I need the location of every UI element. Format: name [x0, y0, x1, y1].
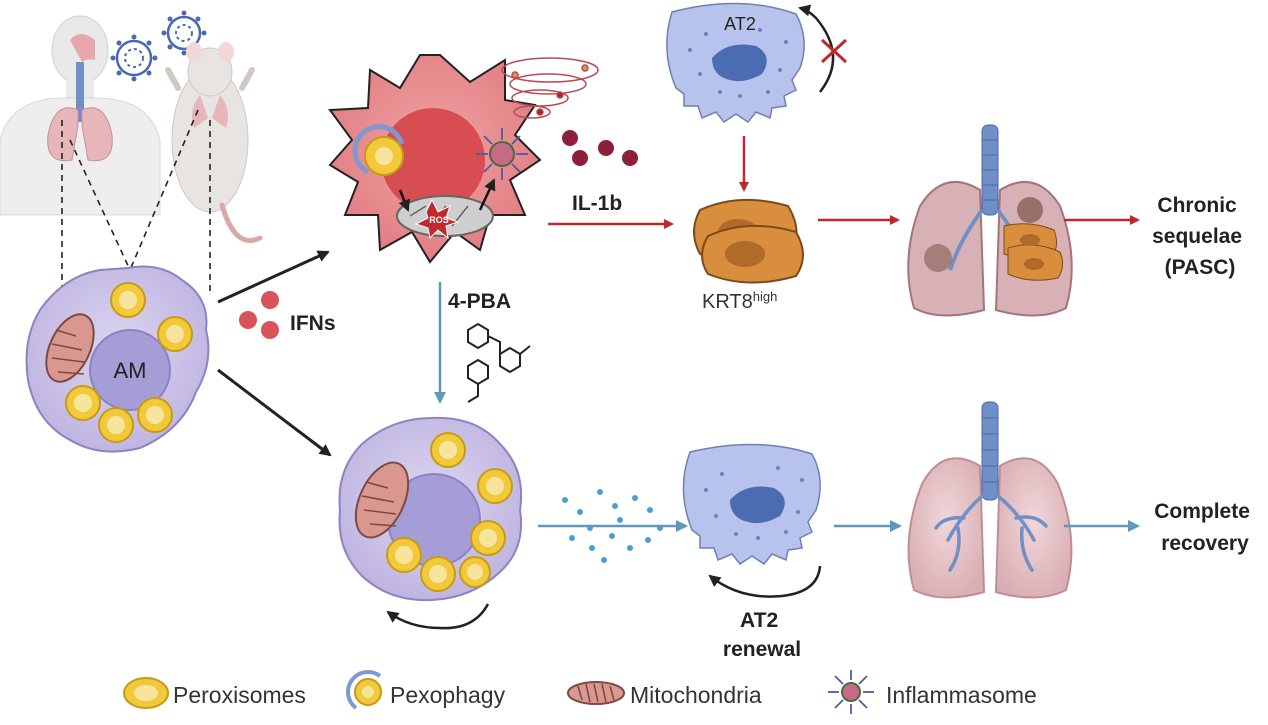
am-label: AM	[114, 358, 147, 383]
virus-icon	[110, 34, 158, 82]
chronic-label: Chronic sequelae (PASC)	[1152, 194, 1248, 279]
secreted-particles	[562, 489, 663, 563]
at2-cell-bottom	[682, 443, 821, 566]
renewal-label: AT2 renewal	[723, 609, 801, 661]
human-silhouette	[0, 15, 161, 216]
mitochondria-icon	[567, 681, 625, 705]
krt8-cluster	[1003, 223, 1064, 281]
peroxisome-icon	[137, 397, 173, 433]
recovery-label: Complete recovery	[1154, 500, 1256, 555]
legend-item-pexophagy: Pexophagy	[346, 670, 506, 710]
legend-item-inflammasome: Inflammasome	[828, 670, 1037, 714]
at2-cell-top: AT2	[666, 2, 805, 124]
peroxisome-icon	[98, 407, 134, 443]
peroxisome-icon	[477, 468, 513, 504]
legend-item-mitochondria: Mitochondria	[567, 681, 762, 708]
legend-label: Pexophagy	[390, 682, 506, 708]
legend-label: Mitochondria	[630, 682, 762, 708]
am-to-inflamed-arrow	[217, 250, 330, 304]
at2-top-label: AT2	[724, 14, 756, 34]
pexophagy-icon	[352, 124, 405, 176]
legend-item-peroxisomes: Peroxisomes	[123, 677, 306, 709]
pba-label: 4-PBA	[448, 290, 511, 313]
peroxisome-icon	[459, 556, 491, 588]
peroxisome-icon	[470, 520, 506, 556]
peroxisome-icon	[157, 316, 193, 352]
am-cell: AM	[25, 265, 210, 453]
legend-label: Peroxisomes	[173, 682, 306, 708]
mitochondria-icon	[45, 313, 95, 383]
at2-renewal-arrow	[708, 565, 822, 598]
mitochondria-icon	[354, 461, 410, 539]
healthy-lung	[907, 401, 1073, 599]
peroxisome-icon	[110, 282, 146, 318]
damaged-lung	[907, 124, 1073, 317]
peroxisome-icon	[420, 556, 456, 592]
mitochondria-icon: ROS	[396, 195, 494, 240]
peroxisome-icon	[430, 432, 466, 468]
peroxisome-icon	[123, 677, 169, 709]
at2-blocked-renewal-arrow	[798, 4, 835, 93]
krt8-cells	[693, 198, 804, 284]
peroxisome-icon	[386, 537, 422, 573]
peroxisome-icon	[65, 385, 101, 421]
legend-label: Inflammasome	[886, 682, 1037, 708]
cytokine-spiral	[501, 57, 599, 119]
blocked-x-icon	[820, 38, 848, 64]
virus-icon	[161, 10, 207, 56]
macrophage-renewal-arrow	[386, 603, 490, 630]
il1b-label: IL-1b	[572, 192, 622, 215]
am-to-normal-arrow	[217, 368, 332, 457]
il1b-particles	[562, 130, 638, 166]
ifns-particles	[239, 291, 279, 339]
rat-silhouette	[165, 42, 263, 244]
ros-label: ROS	[429, 215, 449, 225]
ifns-label: IFNs	[290, 312, 336, 335]
legend: Peroxisomes Pexophagy Mitochondria	[123, 670, 1037, 714]
inflamed-macrophage: ROS	[328, 54, 542, 264]
pexophagy-icon	[346, 670, 382, 710]
am-nucleus	[89, 329, 171, 411]
inflammasome-icon	[476, 128, 528, 180]
4-pba-molecule-icon	[467, 322, 531, 403]
inflammasome-icon	[828, 670, 874, 714]
healthy-macrophage	[338, 416, 523, 602]
krt8-label: KRT8high	[702, 289, 777, 313]
zoom-lines	[61, 109, 211, 292]
